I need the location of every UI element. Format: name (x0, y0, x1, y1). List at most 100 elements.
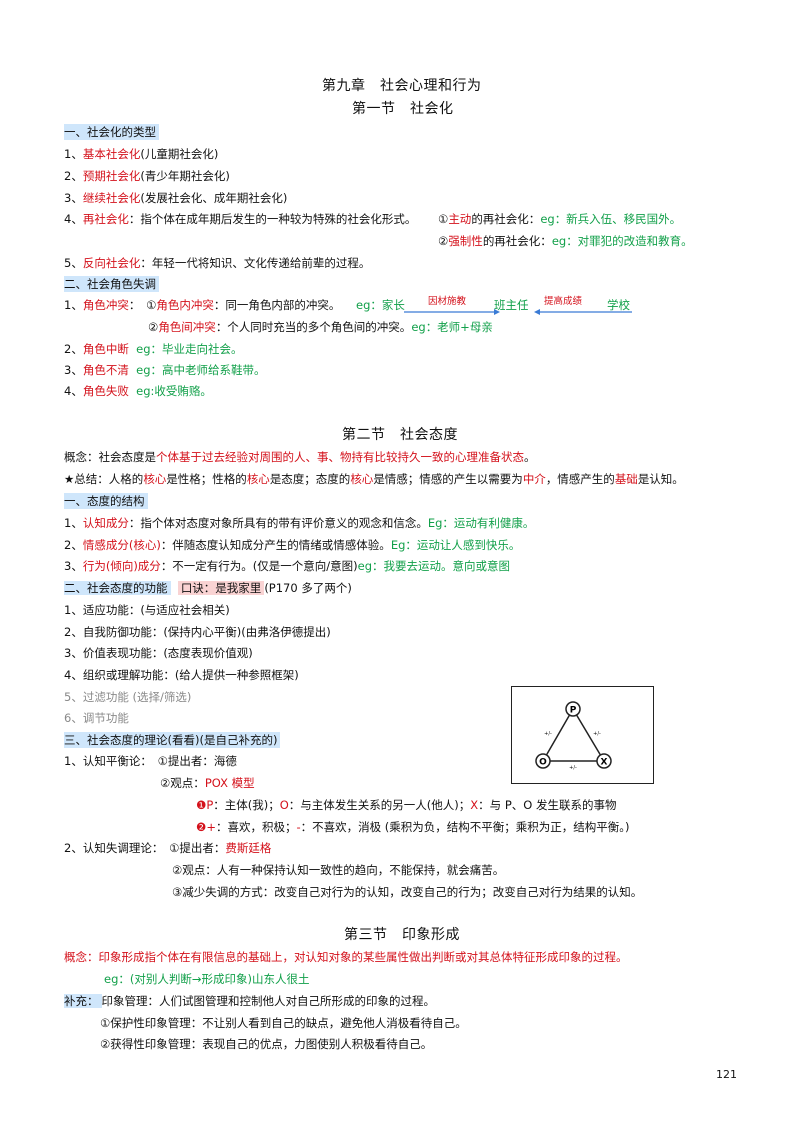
pox-sign-rules: ❷+：喜欢，积极；-：不喜欢，消极 (乘积为负，结构不平衡；乘积为正，结构平衡。… (196, 819, 630, 835)
text: ：不喜欢，消极 (乘积为负，结构不平衡；乘积为正，结构平衡。) (300, 820, 630, 834)
edge-label-bottom: +/- (569, 765, 577, 771)
heading-role-disorder: 二、社会角色失调 (64, 276, 159, 292)
example: Eg：运动让人感到快乐。 (390, 538, 521, 552)
punctuation: 。 (524, 450, 536, 464)
list-item: 1、适应功能：(与适应社会相关) (64, 603, 230, 617)
term: 基本社会化 (82, 147, 141, 161)
item-number: 4、 (64, 212, 83, 226)
item-number: 5、 (64, 256, 83, 270)
list-item: 5、反向社会化：年轻一代将知识、文化传递给前辈的过程。 (64, 255, 370, 271)
edge-p-x (572, 708, 605, 762)
list-item: 1、认知平衡论： ①提出者：海德 (64, 754, 237, 768)
example: eg：对罪犯的改造和教育。 (551, 234, 693, 248)
mnemonic-tip: 口诀：是我家里 (177, 581, 265, 595)
list-item: 2、角色中断 eg：毕业走向社会。 (64, 341, 243, 357)
dissonance-view: ②观点：人有一种保持认知一致性的趋向，不能保持，就会痛苦。 (172, 863, 505, 877)
dissonance-reduction: ③减少失调的方式：改变自己对行为的认知，改变自己的行为；改变自己对行为结果的认知… (172, 885, 643, 899)
text: 是情感；情感的产生以需要为 (373, 472, 523, 486)
keyword: 核心 (350, 472, 374, 486)
inter-role-conflict: ②角色间冲突：个人同时充当的多个角色间的冲突。eg：老师+母亲 (148, 319, 493, 335)
bullet-icon: ❶ (196, 798, 207, 812)
keyword: 核心 (143, 472, 167, 486)
symbol: + (206, 820, 216, 834)
term-note: ：指个体对态度对象所具有的带有评价意义的观念和信念。 (128, 516, 428, 530)
supplement-label: 补充： (64, 994, 102, 1008)
text: ★总结：人格的 (64, 472, 144, 486)
list-item: 4、组织或理解功能：(给人提供一种参照框架) (64, 668, 299, 682)
list-item: 3、角色不清 eg：高中老师给系鞋带。 (64, 362, 266, 378)
term: 角色间冲突 (158, 320, 216, 334)
list-item: 1、基本社会化(儿童期社会化) (64, 146, 218, 162)
term: 再社会化 (82, 212, 129, 226)
text: ：与 P、O 发生联系的事物 (478, 798, 617, 812)
example-head-teacher: 班主任 (494, 298, 529, 312)
term: POX 模型 (204, 776, 255, 790)
arrow-label-grades: 提高成绩 (544, 296, 583, 307)
term-note: ：指个体在成年期后发生的一种较为特殊的社会化形式。 (128, 212, 417, 226)
list-item: 2、情感成分(核心)：伴随态度认知成分产生的情绪或情感体验。Eg：运动让人感到快… (64, 537, 520, 553)
pox-model-line: ②观点：POX 模型 (160, 775, 255, 791)
supplement-line: 补充：印象管理：人们试图管理和控制他人对自己所形成的印象的过程。 (64, 993, 435, 1009)
section1-title: 第一节 社会化 (352, 101, 454, 117)
edge-label-left: +/- (544, 731, 552, 737)
term-note: ：伴随态度认知成分产生的情绪或情感体验。 (160, 538, 391, 552)
example: eg：毕业走向社会。 (136, 342, 243, 356)
example: eg：高中老师给系鞋带。 (136, 363, 266, 377)
example: eg：新兵入伍、移民国外。 (540, 212, 682, 226)
item-number: 2、 (64, 538, 83, 552)
symbol: O (279, 798, 289, 812)
term: 反向社会化 (82, 256, 141, 270)
term: 认知成分 (82, 516, 129, 530)
list-item: 3、继续社会化(发展社会化、成年期社会化) (64, 190, 287, 206)
list-item: 5、过滤功能 (选择/筛选) (64, 690, 192, 704)
item-number: 3、 (64, 191, 83, 205)
text: 印象管理：人们试图管理和控制他人对自己所形成的印象的过程。 (101, 994, 436, 1008)
impression-example: eg：(对别人判断→形成印象)山东人很土 (104, 972, 310, 986)
marker: ① (438, 212, 449, 226)
pox-diagram: P O X +/- +/- +/- (511, 686, 654, 784)
text: ，情感产生的 (545, 472, 615, 486)
page-number: 121 (716, 1068, 737, 1081)
marker: ② (148, 320, 159, 334)
text: 2、认知失调理论： ①提出者： (64, 841, 226, 855)
node-o-label: O (539, 758, 547, 768)
acquisitive-impression: ②获得性印象管理：表现自己的优点，力图使别人积极看待自己。 (100, 1037, 433, 1051)
concept-label: 概念： (64, 950, 99, 964)
example: Eg：运动有利健康。 (427, 516, 535, 530)
example: eg：老师+母亲 (411, 320, 493, 334)
item-number: 1、 (64, 516, 83, 530)
term: 主动 (448, 212, 472, 226)
term-note: 的再社会化： (471, 212, 541, 226)
term-note: ：不一定有行为。(仅是一个意向/意图) (160, 559, 358, 573)
pox-definitions: ❶P：主体(我)；O：与主体发生关系的另一人(他人)；X：与 P、O 发生联系的… (196, 797, 616, 813)
node-o-circle (535, 753, 551, 769)
role-conflict-arrows (404, 309, 632, 315)
list-item: 2、自我防御功能：(保持内心平衡)(由弗洛伊德提出) (64, 625, 331, 639)
item-number: 2、 (64, 342, 83, 356)
attitude-functions-heading-row: 二、社会态度的功能 口诀：是我家里(P170 多了两个) (64, 580, 352, 596)
arrow-head-left-icon (534, 309, 540, 315)
protective-impression: ①保护性印象管理：不让别人看到自己的缺点，避免他人消极看待自己。 (100, 1016, 467, 1030)
node-x-label: X (601, 758, 608, 768)
term: 角色内冲突 (156, 298, 214, 312)
marker: ： ① (128, 298, 157, 312)
example-school: 学校 (607, 298, 630, 312)
bullet-icon: ❷ (196, 820, 207, 834)
term-note: (青少年期社会化) (140, 169, 230, 183)
term: 继续社会化 (82, 191, 141, 205)
text: ：喜欢，积极； (215, 820, 297, 834)
example: eg:收受贿赂。 (136, 384, 212, 398)
heading-socialization-types: 一、社会化的类型 (64, 124, 159, 140)
item-number: 1、 (64, 298, 83, 312)
term-note: ：年轻一代将知识、文化传递给前辈的过程。 (140, 256, 371, 270)
text: 是性格；性格的 (166, 472, 247, 486)
concept-definition: 个体基于过去经验对周围的人、事、物持有比较持久一致的心理准备状态 (156, 450, 524, 464)
marker: ② (438, 234, 449, 248)
term: 角色冲突 (82, 298, 129, 312)
symbol: X (470, 798, 479, 812)
arrow-label-teach: 因材施教 (428, 296, 467, 307)
list-item: 1、角色冲突： ①角色内冲突：同一角色内部的冲突。 (64, 297, 340, 313)
list-item: 4、角色失败 eg:收受贿赂。 (64, 383, 212, 399)
edge-p-o (542, 708, 574, 762)
